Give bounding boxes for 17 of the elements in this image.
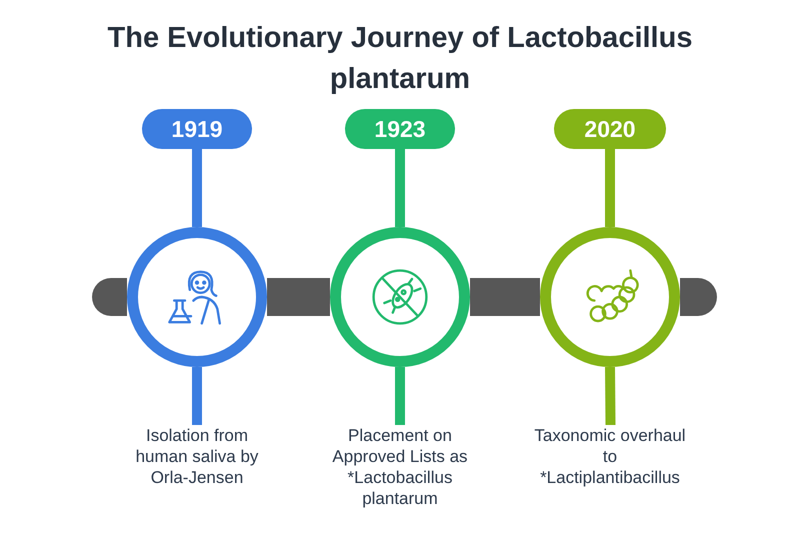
connector-line [192, 367, 202, 425]
connector-line [605, 366, 616, 426]
timeline-bar [470, 278, 540, 316]
year-tag: 1919 [142, 109, 252, 149]
title: The Evolutionary Journey of Lactobacillus plantarum [106, 21, 694, 97]
timeline-bar [267, 278, 330, 316]
connector-line [395, 149, 405, 227]
year-tag: 1923 [345, 109, 455, 149]
milestone-description: Isolation from human saliva by Orla-Jensen [122, 425, 272, 488]
milestone-description: Taxonomic overhaul to *Lactiplantibacillus [532, 425, 688, 488]
timeline-bar [680, 278, 717, 316]
year-tag: 2020 [554, 109, 666, 149]
connector-line [395, 367, 405, 425]
connector-line [192, 149, 202, 227]
timeline-bar [92, 278, 127, 316]
connector-line [605, 149, 615, 227]
milestone-description: Placement on Approved Lists as *Lactobacillus plantarum [325, 425, 475, 509]
